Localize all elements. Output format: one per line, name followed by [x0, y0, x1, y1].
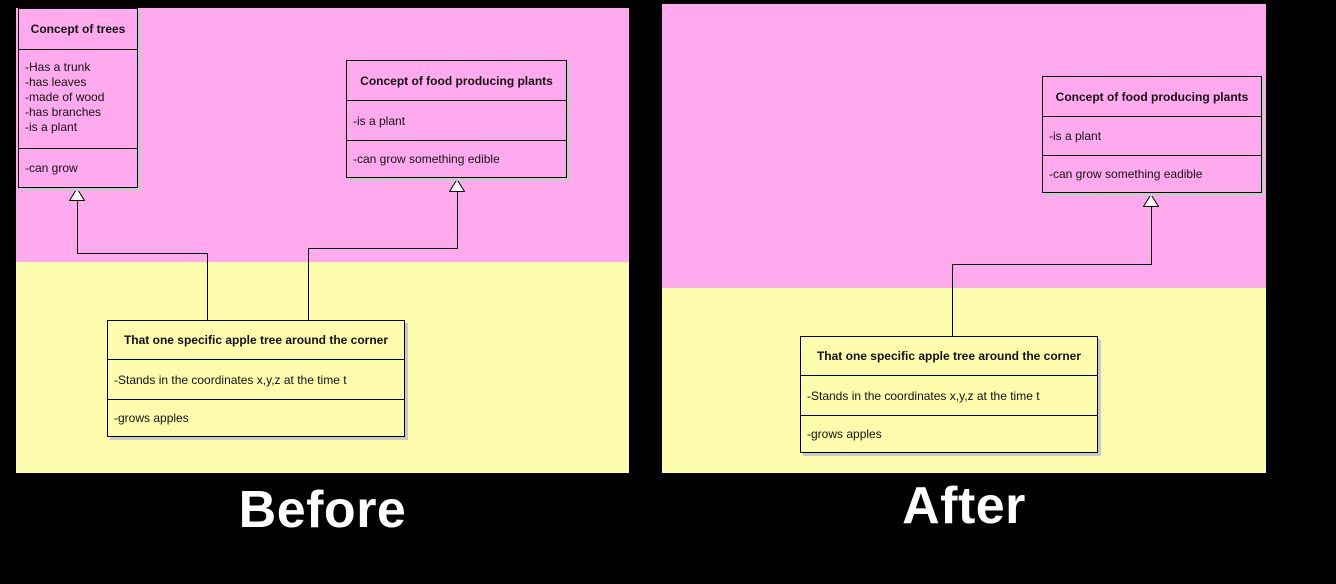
- inheritance-arrow-icon: [1143, 194, 1159, 207]
- attribute-line: -has leaves: [25, 75, 87, 89]
- attribute-line: -has branches: [25, 105, 102, 119]
- class-methods: -can grow something eadible: [1043, 155, 1261, 192]
- class-methods: -grows apples: [801, 415, 1097, 452]
- class-box-concept-of-trees: Concept of trees -Has a trunk -has leave…: [18, 8, 138, 188]
- class-title: Concept of food producing plants: [1055, 89, 1249, 104]
- connector-segment: [457, 192, 458, 248]
- after-label: After: [902, 477, 1026, 535]
- class-attributes: -Has a trunk -has leaves -made of wood -…: [19, 49, 137, 148]
- connector-segment: [77, 201, 78, 253]
- before-instance-region: [16, 262, 629, 473]
- class-attributes: -Stands in the coordinates x,y,z at the …: [108, 359, 404, 399]
- attribute-line: -Has a trunk: [25, 60, 91, 74]
- attribute-line: -made of wood: [25, 90, 105, 104]
- connector-segment: [952, 264, 953, 336]
- connector-segment: [1151, 207, 1152, 264]
- after-instance-region: [662, 288, 1266, 473]
- connector-segment: [207, 253, 208, 320]
- class-title: That one specific apple tree around the …: [816, 349, 1082, 363]
- class-title: That one specific apple tree around the …: [123, 333, 389, 347]
- before-label: Before: [238, 481, 407, 539]
- class-methods: -can grow: [19, 148, 137, 187]
- class-methods: -can grow something edible: [347, 140, 566, 177]
- connector-segment: [952, 264, 1152, 265]
- attribute-line: -is a plant: [25, 120, 78, 134]
- before-concept-region: [16, 8, 629, 262]
- class-attributes: -Stands in the coordinates x,y,z at the …: [801, 375, 1097, 415]
- class-box-concept-of-food-producing-plants: Concept of food producing plants -is a p…: [1042, 76, 1262, 193]
- connector-segment: [77, 253, 208, 254]
- class-box-specific-apple-tree: That one specific apple tree around the …: [107, 320, 405, 437]
- class-box-concept-of-food-producing-plants: Concept of food producing plants -is a p…: [346, 60, 567, 178]
- class-attributes: -is a plant: [347, 100, 566, 140]
- inheritance-arrow-icon: [69, 188, 85, 201]
- inheritance-arrow-icon: [449, 179, 465, 192]
- class-title: Concept of food producing plants: [360, 73, 553, 88]
- class-attributes: -is a plant: [1043, 116, 1261, 155]
- connector-segment: [308, 248, 458, 249]
- class-box-specific-apple-tree: That one specific apple tree around the …: [800, 336, 1098, 453]
- after-concept-region: [662, 4, 1266, 288]
- connector-segment: [308, 248, 309, 320]
- class-title: Concept of trees: [30, 22, 126, 36]
- class-methods: -grows apples: [108, 399, 404, 436]
